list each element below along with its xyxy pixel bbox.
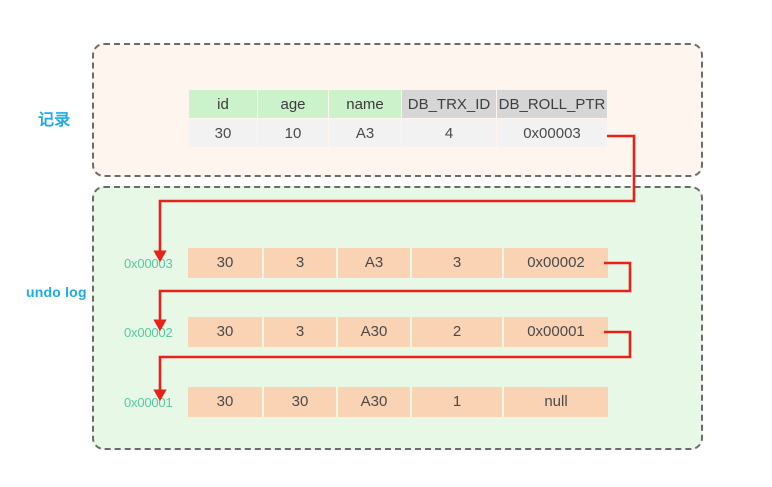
- record-value-age: 10: [258, 119, 328, 147]
- undo-log-address: 0x00003: [124, 255, 173, 271]
- undo-value-db-roll-ptr: 0x00002: [504, 248, 608, 278]
- record-value-id: 30: [189, 119, 257, 147]
- undo-log-entry: 0x00002 30 3 A30 2 0x00001: [124, 317, 608, 347]
- undo-log-entry: 0x00003 30 3 A3 3 0x00002: [124, 248, 608, 278]
- undo-value-db-trx-id: 3: [412, 248, 502, 278]
- undo-value-id: 30: [188, 317, 262, 347]
- undo-value-id: 30: [188, 387, 262, 417]
- undo-value-db-trx-id: 1: [412, 387, 502, 417]
- record-header-age: age: [258, 90, 328, 118]
- undo-value-db-roll-ptr: null: [504, 387, 608, 417]
- undo-value-age: 30: [264, 387, 336, 417]
- undo-value-db-roll-ptr: 0x00001: [504, 317, 608, 347]
- undo-value-name: A3: [338, 248, 410, 278]
- record-section-label: 记录: [38, 112, 71, 129]
- undo-value-name: A30: [338, 387, 410, 417]
- record-table: id age name DB_TRX_ID DB_ROLL_PTR 30 10 …: [188, 89, 608, 148]
- record-header-id: id: [189, 90, 257, 118]
- record-value-db-trx-id: 4: [402, 119, 496, 147]
- record-header-db-roll-ptr: DB_ROLL_PTR: [497, 90, 607, 118]
- undo-value-db-trx-id: 2: [412, 317, 502, 347]
- undo-value-name: A30: [338, 317, 410, 347]
- undo-log-address: 0x00001: [124, 394, 173, 410]
- record-value-db-roll-ptr: 0x00003: [497, 119, 607, 147]
- record-value-row: 30 10 A3 4 0x00003: [189, 119, 607, 147]
- undo-value-age: 3: [264, 248, 336, 278]
- undo-log-entry: 0x00001 30 30 A30 1 null: [124, 387, 608, 417]
- undo-value-age: 3: [264, 317, 336, 347]
- record-header-name: name: [329, 90, 401, 118]
- record-value-name: A3: [329, 119, 401, 147]
- undo-value-id: 30: [188, 248, 262, 278]
- record-header-row: id age name DB_TRX_ID DB_ROLL_PTR: [189, 90, 607, 118]
- record-header-db-trx-id: DB_TRX_ID: [402, 90, 496, 118]
- undo-log-address: 0x00002: [124, 324, 173, 340]
- undo-log-section-label: undo log: [26, 284, 87, 300]
